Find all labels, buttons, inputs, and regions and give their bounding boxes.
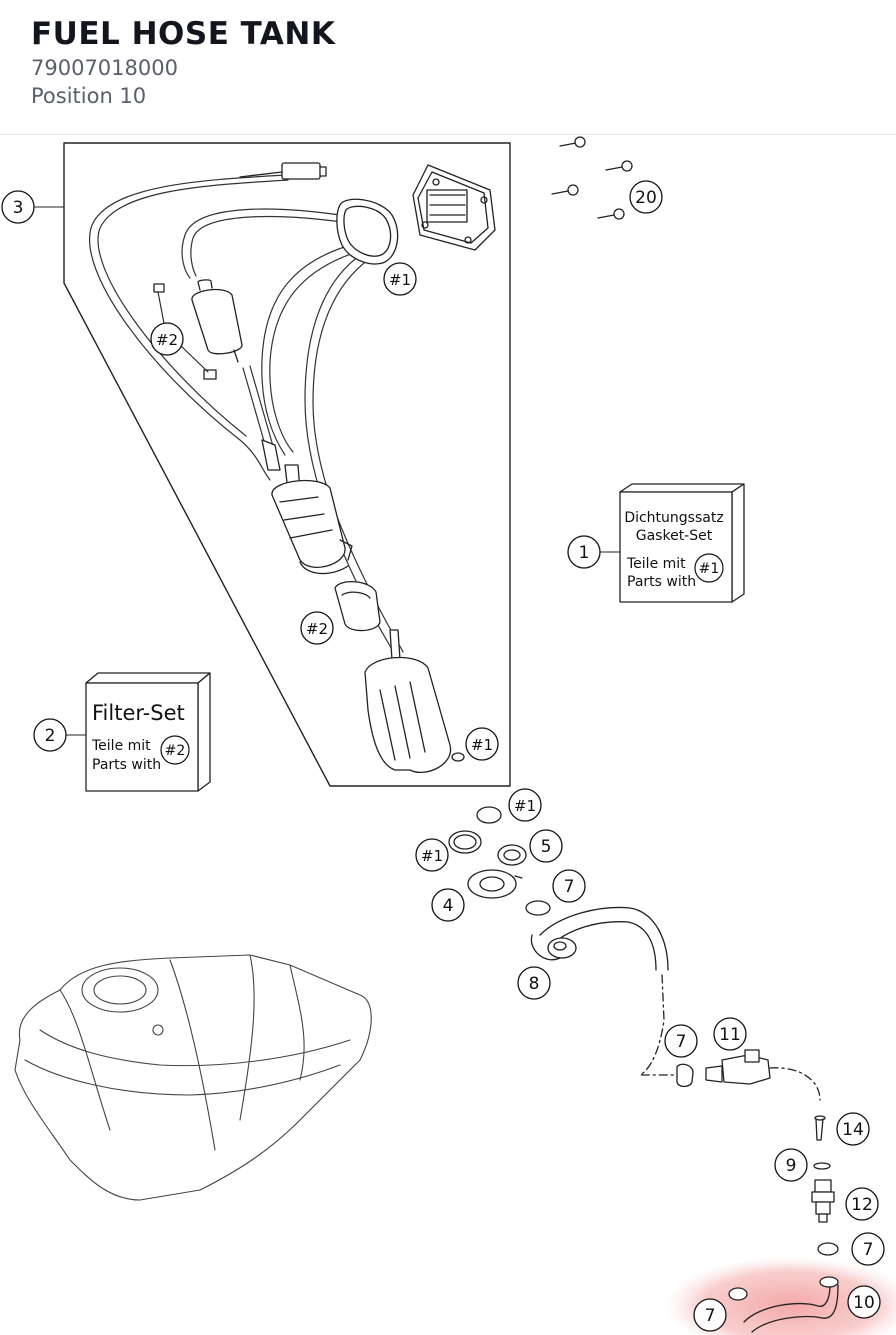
gasket-box-ref: #1	[699, 561, 720, 577]
callout-gasket-ref-b[interactable]	[465, 727, 499, 761]
callout-7c[interactable]	[851, 1232, 885, 1266]
callout-gasket-ref-c[interactable]	[508, 788, 542, 822]
filter-box-parts: Parts with	[92, 757, 161, 773]
callout-20[interactable]	[629, 180, 663, 214]
tank-seals	[448, 806, 527, 899]
callout-gasket-ref-d[interactable]	[415, 838, 449, 872]
page-title: FUEL HOSE TANK	[31, 16, 336, 52]
pump-filter-sleeve	[334, 581, 381, 632]
callout-label: 9	[786, 1156, 797, 1176]
callout-7b[interactable]	[664, 1024, 698, 1058]
callout-label: 5	[541, 837, 552, 857]
fuel-hose-10	[728, 1276, 839, 1333]
callout-leaders	[34, 206, 621, 736]
o-ring-9	[813, 1162, 831, 1170]
page-header: FUEL HOSE TANK 79007018000 Position 10	[0, 0, 896, 135]
callout-label: 7	[564, 877, 575, 897]
gasket-box-teile: Teile mit	[626, 556, 686, 572]
fuel-pump-assembly-frame	[63, 142, 511, 787]
callout-label: 7	[705, 1306, 716, 1326]
position-label: Position 10	[31, 84, 147, 108]
callout-14[interactable]	[836, 1112, 870, 1146]
callout-label: 4	[443, 896, 454, 916]
callout-label: 12	[851, 1195, 873, 1215]
bolt-14	[814, 1115, 826, 1141]
callout-7a[interactable]	[552, 869, 586, 903]
fuel-tank	[14, 954, 372, 1201]
callout-label: 7	[676, 1032, 687, 1052]
callout-label: 2	[45, 726, 56, 746]
callout-label: 7	[863, 1240, 874, 1260]
callout-label: #2	[156, 331, 178, 349]
callout-label: 10	[853, 1293, 875, 1313]
filter-set-box	[85, 672, 211, 792]
callout-label: 1	[579, 543, 590, 563]
flange-gasket	[336, 198, 399, 265]
callout-9[interactable]	[774, 1148, 808, 1182]
gasket-box-parts: Parts with	[627, 574, 696, 590]
callout-11[interactable]	[713, 1017, 747, 1051]
harness-connector	[239, 162, 327, 180]
filter-box-ref-circle	[160, 735, 190, 765]
callout-filter-ref-b[interactable]	[300, 611, 334, 645]
callout-5[interactable]	[529, 829, 563, 863]
pump-flange	[412, 164, 496, 251]
callout-2[interactable]	[33, 718, 67, 752]
fuel-pump-hoses	[89, 174, 404, 656]
gasket-box-ref-circle	[694, 553, 724, 583]
callout-label: #1	[471, 736, 493, 754]
callout-label: 3	[13, 198, 24, 218]
callout-gasket-ref-a[interactable]	[383, 262, 417, 296]
callout-filter-ref-a[interactable]	[150, 322, 184, 356]
callout-7d[interactable]	[693, 1298, 727, 1332]
callout-label: 11	[719, 1025, 741, 1045]
callout-markers	[1, 180, 885, 1332]
filter-box-title: Filter-Set	[92, 701, 185, 725]
inline-fuel-filter	[153, 279, 243, 380]
filter-box-teile: Teile mit	[91, 738, 151, 754]
pump-housing	[364, 629, 465, 774]
callout-label: #2	[306, 620, 328, 638]
gasket-box-line2: Gasket-Set	[636, 528, 713, 544]
fuel-pump-body	[261, 439, 353, 575]
gasket-set-box	[619, 483, 745, 603]
callout-1[interactable]	[567, 535, 601, 569]
callout-label: #1	[421, 847, 443, 865]
callout-label: #1	[389, 271, 411, 289]
callout-4[interactable]	[431, 888, 465, 922]
hose-clamp-7	[817, 1242, 839, 1256]
callout-8[interactable]	[517, 966, 551, 1000]
filter-box-ref: #2	[165, 743, 186, 759]
screw-set	[551, 136, 633, 220]
callout-label: 14	[842, 1120, 864, 1140]
callout-12[interactable]	[845, 1187, 879, 1221]
callout-3[interactable]	[1, 190, 35, 224]
callout-label: #1	[514, 797, 536, 815]
gasket-box-line1: Dichtungssatz	[624, 510, 723, 526]
callout-label: 20	[635, 188, 657, 208]
quick-coupling	[676, 1049, 821, 1101]
fuel-hose-8	[525, 900, 681, 1076]
part-number: 79007018000	[31, 56, 178, 80]
fitting-12	[811, 1179, 835, 1223]
callout-label: 8	[529, 974, 540, 994]
callout-10[interactable]	[847, 1285, 881, 1319]
